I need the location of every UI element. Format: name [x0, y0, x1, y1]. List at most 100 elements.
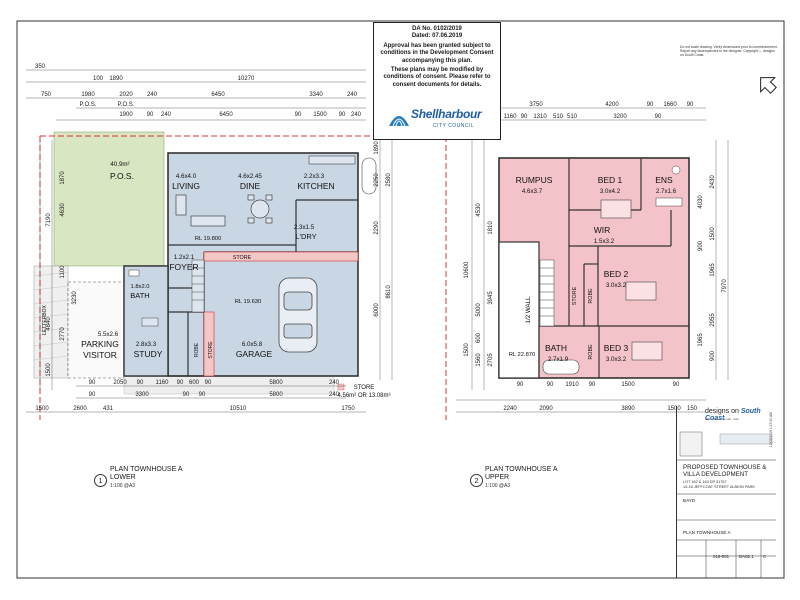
dim-bottom-upper-2: 1910 [565, 382, 579, 388]
parking-bay [67, 281, 125, 379]
rl-upper: RL 22.870 [509, 352, 536, 358]
dim-right-upper-4: 1965 [710, 263, 716, 277]
room-ens-dim: 2.7x1.6 [656, 188, 677, 195]
dim-right-lower-4: 8610 [386, 285, 392, 299]
dim-left-lower-4: 4840 [46, 317, 52, 331]
dim-bottom-upper-6: 2240 [503, 406, 517, 412]
plan-title-lower-2: LOWER [110, 474, 136, 481]
dim-right-upper-6: 2955 [710, 313, 716, 327]
dim-bottom-upper-0: 90 [517, 382, 524, 388]
designer-contact: abn · phone · email · web [705, 417, 740, 421]
room-bed3: BED 3 [604, 343, 629, 353]
room-bed3-dim: 3.0x3.2 [606, 356, 627, 363]
room-ldry: L'DRY [295, 232, 316, 241]
dim-top-lower-9: 3340 [309, 92, 323, 98]
dim-top-upper-5: 1160 [504, 114, 518, 120]
floor-plan-drawing: P.O.S. 40.9m² LIVING 4.6x4.0 DINE 4.6x2.… [16, 20, 785, 579]
project-address-line1: LOT 162 & 163 DP 31767 [683, 480, 727, 484]
dim-bottom-lower-0: 90 [89, 380, 96, 386]
dim-top-upper-9: 510 [567, 114, 578, 120]
dim-left-upper-6: 1560 [476, 353, 482, 367]
stairs-lower [191, 259, 205, 313]
dim-top-lower-13: 1900 [119, 112, 133, 118]
drawing-title: PLAN TOWNHOUSE A [683, 530, 731, 535]
dim-bottom-lower-1: 2050 [113, 380, 127, 386]
room-foyer-dim: 1.2x2.1 [174, 254, 195, 261]
store-strip [203, 251, 359, 262]
dim-top-upper-6: 90 [521, 114, 528, 120]
store-marker [337, 383, 345, 391]
dim-bottom-lower-8: 240 [329, 380, 340, 386]
dim-bottom-upper-1: 90 [547, 382, 554, 388]
dim-left-lower-0: 7190 [46, 213, 52, 227]
title-block: designs on South Coast abn · phone · ema… [676, 406, 777, 578]
room-store: STORE [233, 255, 252, 261]
project-title: PROPOSED TOWNHOUSE & VILLA DEVELOPMENT [683, 464, 767, 478]
dim-left-upper-3: 5000 [476, 303, 482, 317]
drawing-sheet: P.O.S. 40.9m² LIVING 4.6x4.0 DINE 4.6x2.… [16, 20, 786, 580]
room-pos-area: 40.9m² [110, 161, 129, 168]
dim-top-lower-7: 240 [147, 92, 158, 98]
room-bed1-dim: 3.0x4.2 [600, 188, 621, 195]
dim-right-upper-1: 4030 [698, 195, 704, 209]
plan-scale-lower: 1:100 @A3 [110, 483, 136, 489]
dining-table [247, 194, 273, 224]
plan-title-upper-1: PLAN TOWNHOUSE A [485, 466, 558, 473]
dim-bottom-upper-10: 150 [687, 406, 698, 412]
dim-bottom-lower-11: 90 [183, 392, 190, 398]
dim-bottom-upper-9: 1500 [667, 406, 681, 412]
room-wir-dim: 1.5x3.2 [594, 238, 615, 245]
room-kitchen: KITCHEN [297, 181, 334, 191]
dim-top-upper-1: 4200 [605, 102, 619, 108]
dim-top-lower-10: 240 [347, 92, 358, 98]
dim-top-upper-8: 510 [553, 114, 564, 120]
room-pos: P.O.S. [110, 171, 134, 181]
room-kitchen-dim: 2.2x3.3 [304, 173, 325, 180]
dim-bottom-lower-2: 90 [137, 380, 144, 386]
rl-garage: RL 19.630 [235, 299, 262, 305]
dim-top-lower-18: 1500 [313, 112, 327, 118]
dim-left-lower-7: 1870 [60, 171, 66, 185]
dim-bottom-lower-4: 90 [177, 380, 184, 386]
dim-bottom-lower-13: 5800 [269, 392, 283, 398]
room-living-dim: 4.6x4.0 [176, 173, 197, 180]
approval-modified-text: These plans may be modified by condition… [383, 67, 491, 88]
plan-title-upper-2: UPPER [485, 474, 510, 481]
dim-left-lower-2: 1100 [60, 265, 66, 279]
dim-right-lower-3: 2290 [374, 221, 380, 235]
dim-left-lower-6: 1500 [46, 363, 52, 377]
stairs-upper [539, 259, 555, 327]
robe-lower: ROBE [194, 342, 200, 357]
dim-left-upper-8: 1500 [464, 343, 470, 357]
ens-fixtures [655, 165, 683, 207]
room-dine: DINE [240, 181, 261, 191]
dim-top-lower-14: 90 [147, 112, 154, 118]
pos-lawn-area [53, 131, 165, 267]
room-bed1: BED 1 [598, 175, 623, 185]
room-bath: BATH [130, 291, 149, 300]
parking-dim: 5.5x2.6 [98, 331, 119, 338]
room-ldry-dim: 2.3x1.5 [294, 224, 315, 231]
room-garage-dim: 6.0x5.8 [242, 341, 263, 348]
room-living: LIVING [172, 181, 200, 191]
room-bath-dim: 1.8x2.0 [130, 284, 149, 290]
store-note: STORE [354, 385, 375, 391]
council-name: Shellharbour [411, 107, 482, 121]
room-study: STUDY [134, 349, 163, 359]
dim-top-upper-2: 90 [647, 102, 654, 108]
north-arrow-icon [760, 77, 777, 94]
car-outline [278, 277, 318, 353]
dim-top-lower-1: 100 [93, 76, 104, 82]
room-wir: WIR [594, 225, 611, 235]
approval-granted-text: Approval has been granted subject to con… [380, 42, 494, 64]
dim-left-upper-5: 2705 [488, 353, 494, 367]
dim-top-lower-3: 10270 [238, 76, 255, 82]
dim-bottom-upper-3: 90 [589, 382, 596, 388]
dim-right-lower-5: 6000 [374, 303, 380, 317]
room-garage: GARAGE [236, 349, 273, 359]
half-wall-label: 1/2 WALL [525, 296, 532, 323]
store-strip-vertical [203, 311, 215, 377]
dim-top-lower-20: 240 [351, 112, 362, 118]
room-bath-upper-dim: 2.7x1.9 [548, 356, 569, 363]
dim-bottom-lower-14: 240 [329, 392, 340, 398]
